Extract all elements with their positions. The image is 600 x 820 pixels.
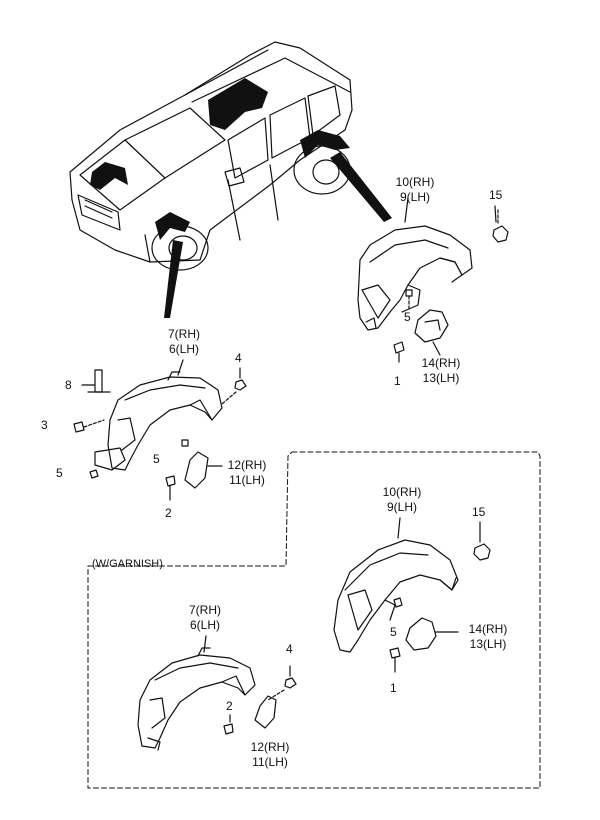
rear-wheel-liner <box>357 225 473 331</box>
nut-3 <box>73 419 105 433</box>
garnish-bolt-1 <box>389 647 401 673</box>
callout-7-rh: 7(RH) <box>168 327 200 341</box>
mud-guard-12 <box>184 451 223 489</box>
bolt-2-top <box>165 475 176 501</box>
callout-15: 15 <box>489 188 503 202</box>
garnish-callout-13-lh: 13(LH) <box>469 637 507 651</box>
callout-8: 8 <box>65 378 72 392</box>
variant-label: (W/GARNISH) <box>92 558 163 570</box>
garnish-callout-9-lh: 9(LH) <box>386 500 418 514</box>
callout-5-rear: 5 <box>404 310 411 324</box>
callout-4: 4 <box>235 351 242 365</box>
front-wheel-liner <box>107 371 223 471</box>
garnish-mud-guard-14 <box>405 617 459 651</box>
callout-14-rh: 14(RH) <box>421 356 461 370</box>
callout-6-lh: 6(LH) <box>168 342 200 356</box>
callout-13-lh: 13(LH) <box>422 371 460 385</box>
garnish-callout-14-rh: 14(RH) <box>468 622 508 636</box>
garnish-front-wheel-liner <box>137 647 256 751</box>
liner-highlights <box>90 78 392 318</box>
callout-10-rh: 10(RH) <box>395 175 435 189</box>
callout-5-left: 5 <box>56 466 63 480</box>
garnish-callout-2: 2 <box>226 699 233 713</box>
garnish-bolt-2 <box>223 714 234 735</box>
mud-guard-14 <box>414 309 449 356</box>
garnish-rear-wheel-liner <box>333 539 459 653</box>
garnish-callout-1: 1 <box>390 681 397 695</box>
garnish-callout-15: 15 <box>472 505 486 519</box>
callout-1-rear: 1 <box>394 374 401 388</box>
garnish-clip-4 <box>267 665 297 701</box>
garnish-callout-6-lh: 6(LH) <box>189 618 221 632</box>
garnish-screw-5 <box>393 597 403 608</box>
bracket-8 <box>87 369 111 393</box>
callout-3: 3 <box>41 418 48 432</box>
callout-12-rh: 12(RH) <box>227 458 267 472</box>
screw-5-top <box>405 289 413 311</box>
garnish-callout-12-rh: 12(RH) <box>250 740 290 754</box>
bracket-5 <box>89 447 126 479</box>
garnish-mud-guard-12 <box>254 695 277 729</box>
bolt-1-top <box>393 341 405 363</box>
clip-4 <box>221 367 247 405</box>
garnish-callout-11-lh: 11(LH) <box>252 755 288 769</box>
garnish-callout-5: 5 <box>390 625 397 639</box>
garnish-callout-7-rh: 7(RH) <box>189 603 221 617</box>
callout-9-lh: 9(LH) <box>399 190 431 204</box>
garnish-callout-10-rh: 10(RH) <box>382 485 422 499</box>
screw-5-mid <box>181 439 189 447</box>
garnish-clip-15 <box>473 521 491 561</box>
variant-box-outline <box>87 451 541 789</box>
vehicle-illustration <box>69 41 353 271</box>
callout-11-lh: 11(LH) <box>229 473 265 487</box>
garnish-callout-4: 4 <box>286 642 293 656</box>
callout-2: 2 <box>165 506 172 520</box>
callout-5-mid: 5 <box>153 452 160 466</box>
clip-15 <box>492 209 509 243</box>
